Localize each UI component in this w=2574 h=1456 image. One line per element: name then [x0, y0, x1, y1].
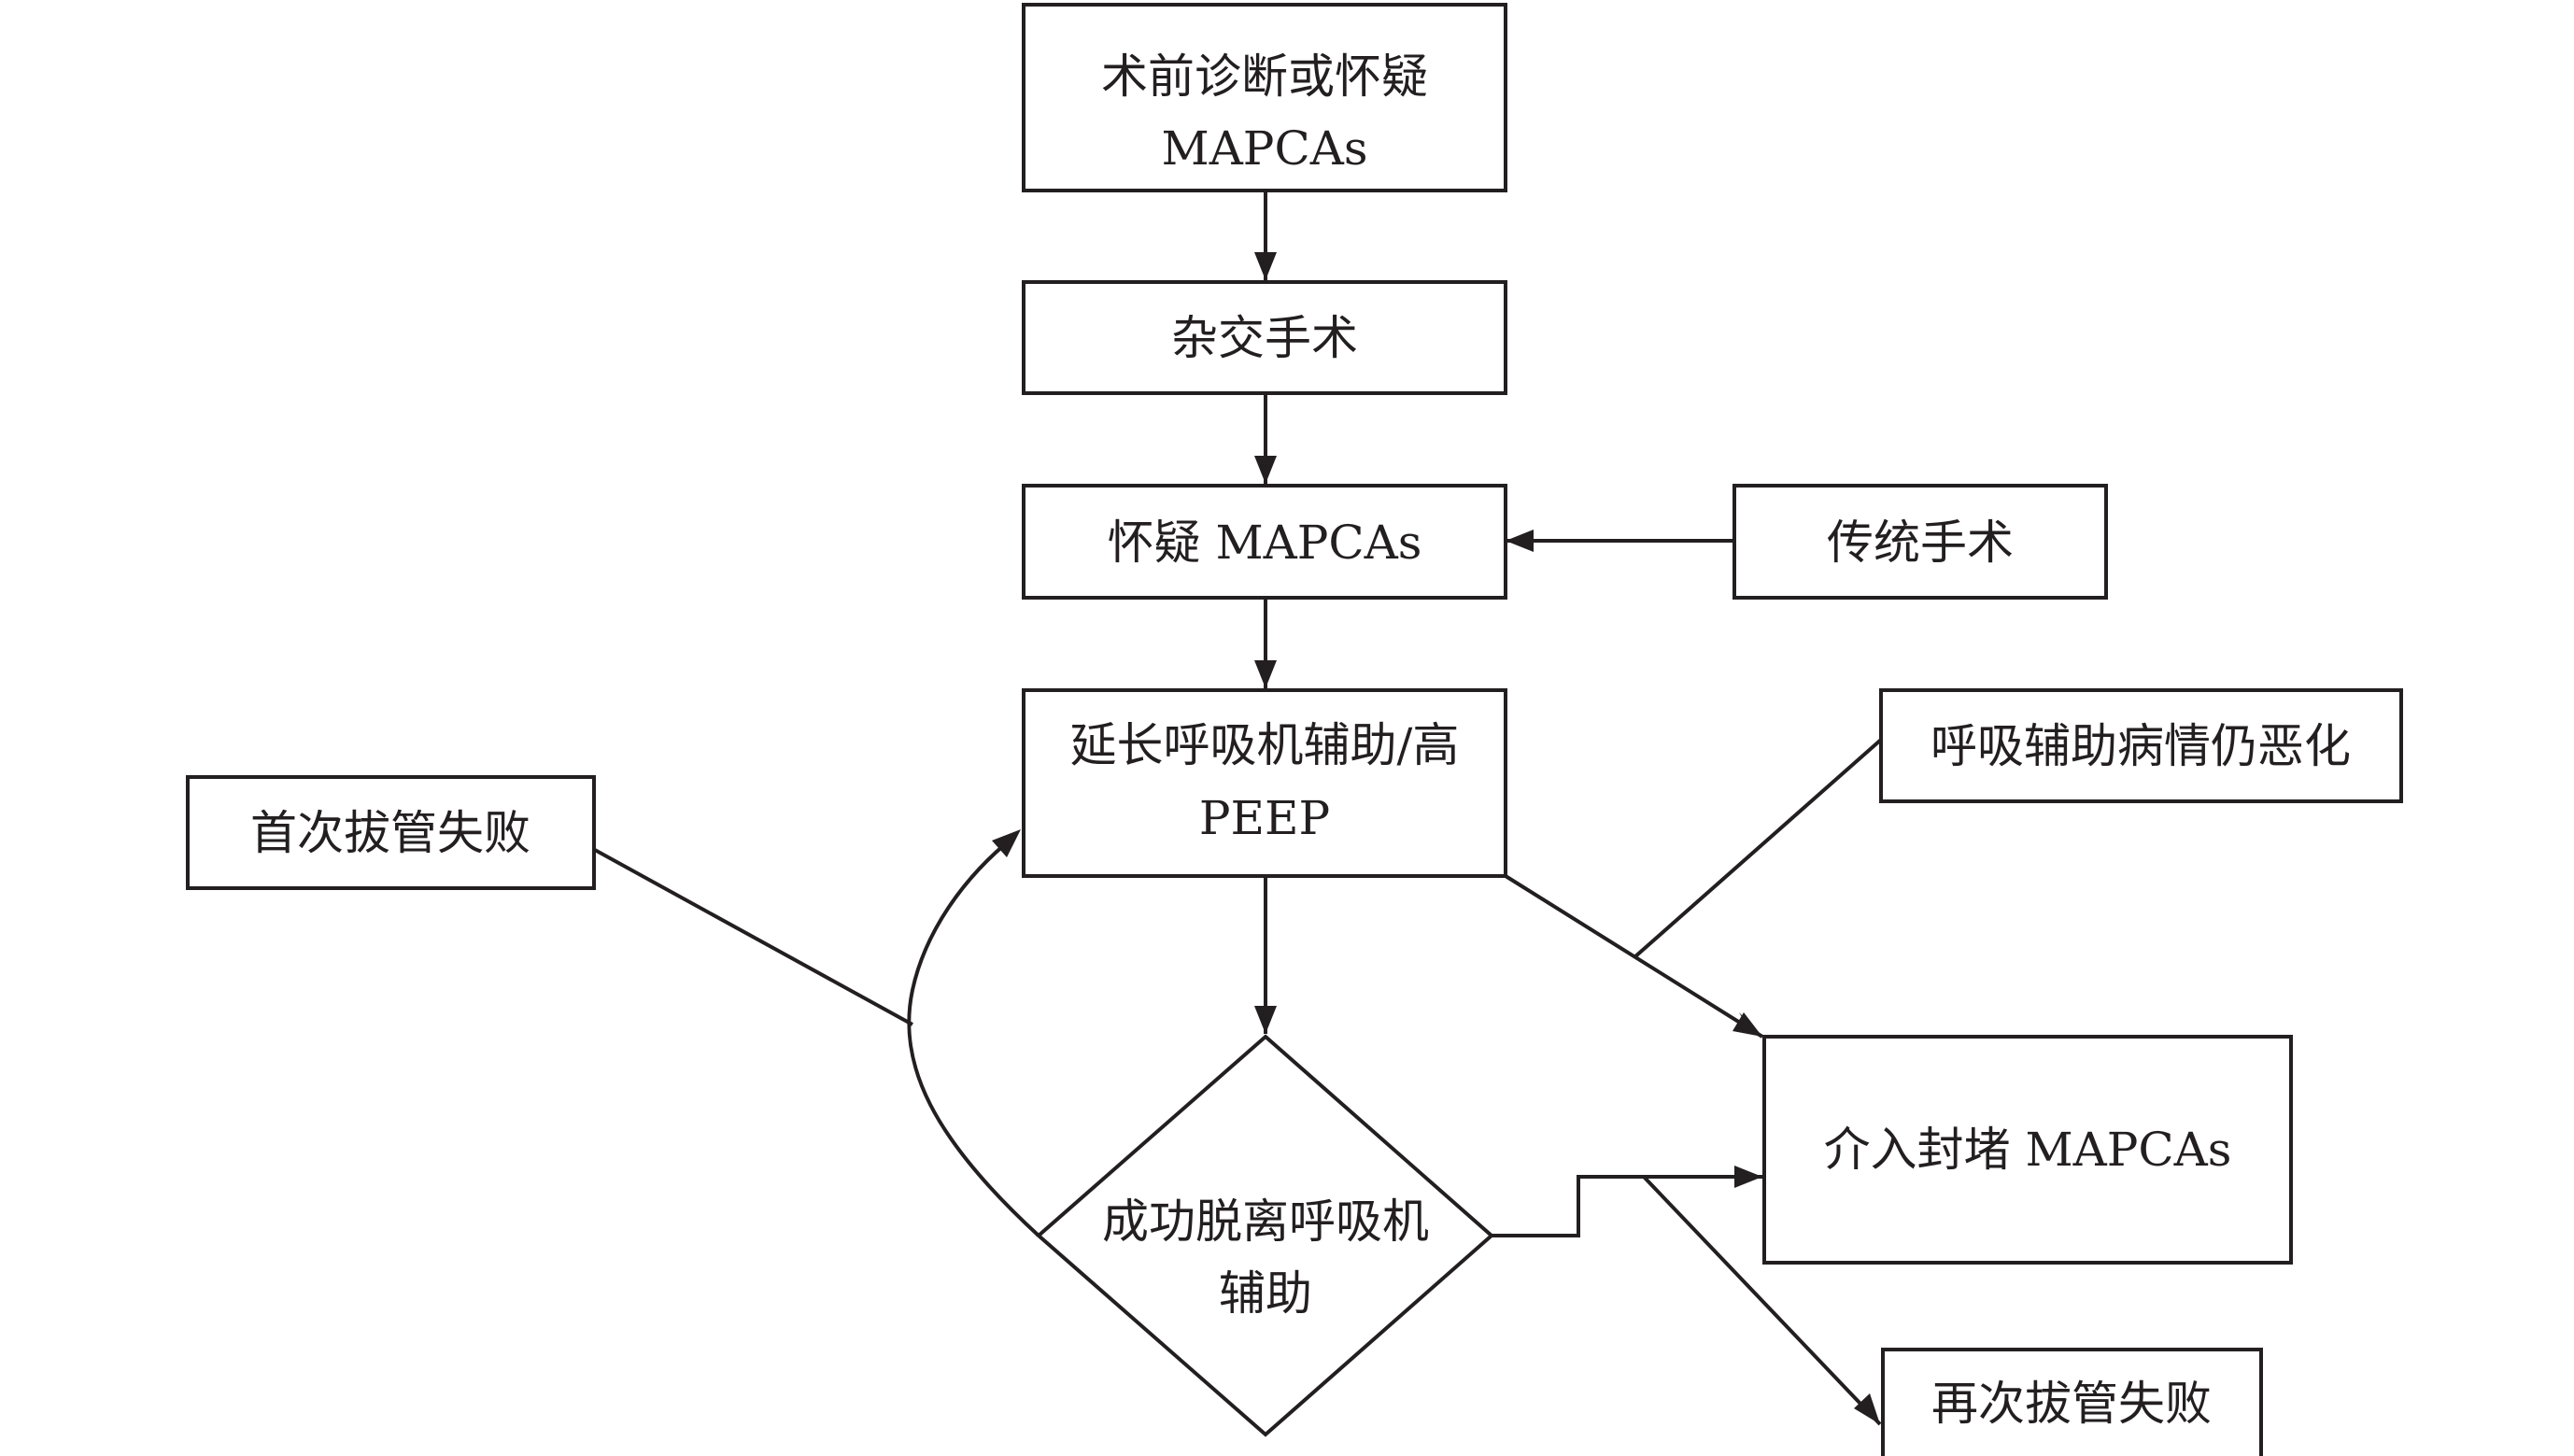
- node-preop: 术前诊断或怀疑 MAPCAs: [1022, 3, 1507, 192]
- edge-junction-to-second-fail: [1642, 1175, 1882, 1426]
- ventilation-label-line2: PEEP: [1199, 791, 1330, 845]
- hybrid-box: [1022, 280, 1507, 395]
- preop-label-line2: MAPCAs: [1162, 121, 1368, 176]
- node-traditional: 传统手术: [1732, 484, 2108, 600]
- arrowhead-loop-ventilation: [992, 829, 1021, 857]
- arrowhead-suspect: [1254, 456, 1277, 484]
- first-fail-label: 首次拔管失败: [250, 806, 530, 860]
- node-ventilation: 延长呼吸机辅助/高 PEEP: [1022, 688, 1507, 878]
- edge-first-fail-to-loop: [592, 847, 913, 1026]
- node-intervention: 介入封堵 MAPCAs: [1762, 1035, 2293, 1265]
- hybrid-label: 杂交手术: [1171, 311, 1358, 365]
- edges: [592, 191, 1883, 1426]
- second-fail-label: 再次拔管失败: [1931, 1377, 2212, 1431]
- ventilation-label-line1: 延长呼吸机辅助/高: [1070, 718, 1460, 772]
- arrowhead-second-fail: [1854, 1393, 1880, 1424]
- arrowhead-wean: [1254, 1006, 1277, 1034]
- node-second-fail: 再次拔管失败: [1881, 1348, 2263, 1456]
- preop-label-line1: 术前诊断或怀疑: [1101, 49, 1428, 104]
- edge-wean-to-intervention: [1492, 1175, 1762, 1237]
- preop-box: [1022, 3, 1507, 192]
- node-suspect: 怀疑 MAPCAs: [1022, 484, 1507, 600]
- node-hybrid: 杂交手术: [1022, 280, 1507, 395]
- arrowhead-suspect-from-traditional: [1506, 530, 1534, 552]
- intervention-box: [1762, 1035, 2293, 1265]
- suspect-label: 怀疑 MAPCAs: [1108, 516, 1422, 570]
- node-wean: 成功脱离呼吸机 辅助: [1035, 1034, 1495, 1437]
- traditional-label: 传统手术: [1827, 516, 2014, 570]
- node-worsening: 呼吸辅助病情仍恶化: [1879, 688, 2403, 803]
- edge-wean-loop-back: [907, 834, 1040, 1237]
- traditional-box: [1732, 484, 2108, 600]
- node-first-fail: 首次拔管失败: [186, 775, 596, 890]
- edge-worsening-to-junction: [1633, 738, 1883, 959]
- worsening-box: [1879, 688, 2403, 803]
- wean-label-line1: 成功脱离呼吸机: [1102, 1194, 1429, 1249]
- arrowhead-hybrid: [1254, 252, 1277, 280]
- intervention-label: 介入封堵 MAPCAs: [1824, 1123, 2232, 1177]
- wean-label-line2: 辅助: [1219, 1266, 1312, 1321]
- arrowhead-ventilation: [1254, 660, 1277, 688]
- ventilation-box: [1022, 688, 1507, 878]
- suspect-box: [1022, 484, 1507, 600]
- first-fail-box: [186, 775, 596, 890]
- arrowhead-intervention-horizontal: [1734, 1166, 1762, 1188]
- arrowhead-intervention-diagonal-fill: [1732, 1012, 1762, 1037]
- wean-diamond: [1035, 1034, 1495, 1437]
- second-fail-box: [1881, 1348, 2263, 1456]
- worsening-label: 呼吸辅助病情仍恶化: [1930, 719, 2351, 773]
